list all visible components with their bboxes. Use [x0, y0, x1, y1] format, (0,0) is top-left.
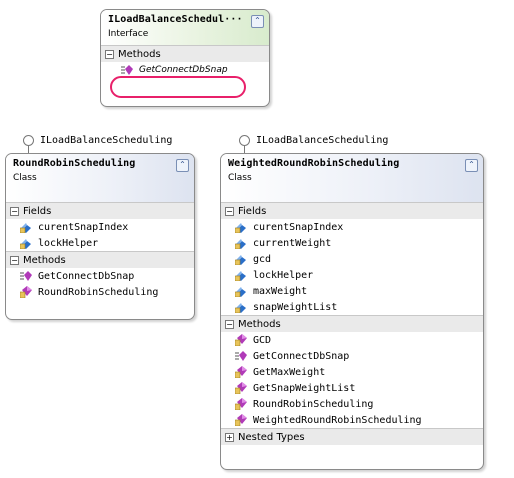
method-item[interactable]: GetConnectDbSnap: [101, 62, 269, 78]
abstract-method-icon: [121, 64, 133, 76]
field-label: currentWeight: [253, 237, 332, 249]
field-item[interactable]: maxWeight: [221, 283, 483, 299]
method-icon: [20, 286, 32, 298]
field-label: lockHelper: [253, 269, 314, 281]
method-label: GCD: [253, 334, 272, 346]
method-label: GetSnapWeightList: [253, 382, 356, 394]
field-item[interactable]: curentSnapIndex: [221, 219, 483, 235]
fields-label: Fields: [238, 205, 267, 217]
method-item[interactable]: GetConnectDbSnap: [221, 348, 483, 364]
field-icon: [235, 221, 247, 233]
field-icon: [235, 269, 247, 281]
method-label: GetConnectDbSnap: [139, 65, 228, 75]
field-icon: [235, 301, 247, 313]
collapse-icon[interactable]: ⌃: [176, 159, 189, 172]
field-icon: [235, 285, 247, 297]
field-item[interactable]: lockHelper: [221, 267, 483, 283]
lollipop-label: ILoadBalanceScheduling: [40, 135, 173, 146]
field-label: maxWeight: [253, 285, 308, 297]
minus-icon[interactable]: −: [105, 49, 114, 59]
interface-box[interactable]: ILoadBalanceSchedul··· Interface ⌃ − Met…: [100, 9, 270, 107]
rr-header: RoundRobinScheduling Class ⌃: [6, 154, 194, 202]
wrr-header: WeightedRoundRobinScheduling Class ⌃: [221, 154, 483, 202]
public-method-icon: [235, 350, 247, 362]
method-label: RoundRobinScheduling: [38, 286, 159, 298]
field-item[interactable]: lockHelper: [6, 235, 194, 251]
interface-lollipop-rr: ILoadBalanceScheduling: [23, 135, 173, 153]
method-label: WeightedRoundRobinScheduling: [253, 414, 422, 426]
method-item[interactable]: GCD: [221, 332, 483, 348]
round-robin-class-box[interactable]: RoundRobinScheduling Class ⌃ − Fields cu…: [5, 153, 195, 320]
plus-icon[interactable]: +: [225, 432, 234, 442]
collapse-icon[interactable]: ⌃: [465, 159, 478, 172]
wrr-title: WeightedRoundRobinScheduling: [228, 158, 400, 169]
method-item[interactable]: GetSnapWeightList: [221, 380, 483, 396]
wrr-methods-header[interactable]: − Methods: [221, 315, 483, 332]
rr-title: RoundRobinScheduling: [13, 158, 136, 169]
field-icon: [20, 221, 32, 233]
highlight-annotation: [110, 76, 246, 98]
method-item[interactable]: WeightedRoundRobinScheduling: [221, 412, 483, 428]
wrr-fields-header[interactable]: − Fields: [221, 202, 483, 219]
rr-fields-header[interactable]: − Fields: [6, 202, 194, 219]
method-item[interactable]: RoundRobinScheduling: [221, 396, 483, 412]
field-label: lockHelper: [38, 237, 99, 249]
interface-methods-header[interactable]: − Methods: [101, 45, 269, 62]
minus-icon[interactable]: −: [225, 319, 234, 329]
field-icon: [235, 253, 247, 265]
method-label: RoundRobinScheduling: [253, 398, 374, 410]
method-icon: [235, 366, 247, 378]
wrr-nested-types-header[interactable]: + Nested Types: [221, 428, 483, 445]
field-icon: [235, 237, 247, 249]
nested-types-label: Nested Types: [238, 431, 305, 443]
field-item[interactable]: curentSnapIndex: [6, 219, 194, 235]
rr-methods-header[interactable]: − Methods: [6, 251, 194, 268]
field-item[interactable]: gcd: [221, 251, 483, 267]
field-label: gcd: [253, 253, 272, 265]
interface-stereotype: Interface: [108, 29, 149, 39]
fields-label: Fields: [23, 205, 52, 217]
method-item[interactable]: RoundRobinScheduling: [6, 284, 194, 300]
method-item[interactable]: GetMaxWeight: [221, 364, 483, 380]
methods-label: Methods: [238, 318, 281, 330]
method-icon: [235, 414, 247, 426]
method-icon: [235, 382, 247, 394]
method-label: GetConnectDbSnap: [38, 270, 135, 282]
public-method-icon: [20, 270, 32, 282]
field-item[interactable]: snapWeightList: [221, 299, 483, 315]
interface-title: ILoadBalanceSchedul···: [108, 14, 243, 25]
field-icon: [20, 237, 32, 249]
field-label: curentSnapIndex: [38, 221, 129, 233]
minus-icon[interactable]: −: [10, 255, 19, 265]
method-icon: [235, 334, 247, 346]
method-item[interactable]: GetConnectDbSnap: [6, 268, 194, 284]
field-label: snapWeightList: [253, 301, 338, 313]
weighted-round-robin-class-box[interactable]: WeightedRoundRobinScheduling Class ⌃ − F…: [220, 153, 484, 470]
rr-stereotype: Class: [13, 173, 37, 183]
methods-label: Methods: [23, 254, 66, 266]
method-label: GetMaxWeight: [253, 366, 326, 378]
field-item[interactable]: currentWeight: [221, 235, 483, 251]
method-label: GetConnectDbSnap: [253, 350, 350, 362]
wrr-stereotype: Class: [228, 173, 252, 183]
lollipop-label: ILoadBalanceScheduling: [256, 135, 389, 146]
method-icon: [235, 398, 247, 410]
minus-icon[interactable]: −: [10, 206, 19, 216]
interface-lollipop-wrr: ILoadBalanceScheduling: [239, 135, 389, 153]
minus-icon[interactable]: −: [225, 206, 234, 216]
methods-label: Methods: [118, 48, 161, 60]
collapse-icon[interactable]: ⌃: [251, 15, 264, 28]
interface-header: ILoadBalanceSchedul··· Interface ⌃: [101, 10, 269, 45]
field-label: curentSnapIndex: [253, 221, 344, 233]
